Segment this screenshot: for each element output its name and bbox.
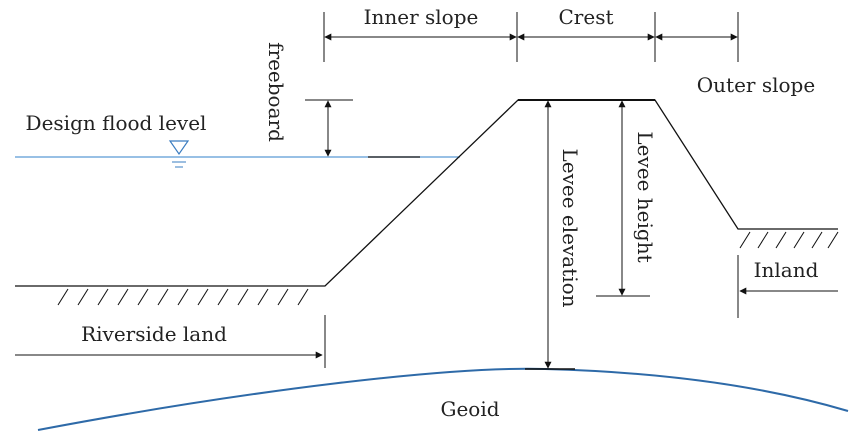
top-dimension-ticks: [323, 12, 739, 62]
levee-elevation-label: Levee elevation: [558, 148, 582, 307]
crest-label: Crest: [559, 5, 614, 29]
freeboard-label: freeboard: [264, 42, 288, 142]
water-level-icon: [168, 140, 190, 168]
inland-label: Inland: [754, 258, 819, 282]
outer-slope-label: Outer slope: [697, 73, 815, 97]
riverside-ground-hatching: [57, 288, 309, 306]
geoid-label: Geoid: [440, 397, 499, 421]
inland-ground-hatching: [739, 231, 839, 249]
geoid-curve: [37, 367, 849, 431]
inner-slope-label: Inner slope: [364, 5, 479, 29]
levee-height-label: Levee height: [633, 131, 657, 262]
riverside-land-label: Riverside land: [81, 322, 227, 346]
design-flood-level-label: Design flood level: [26, 111, 207, 135]
